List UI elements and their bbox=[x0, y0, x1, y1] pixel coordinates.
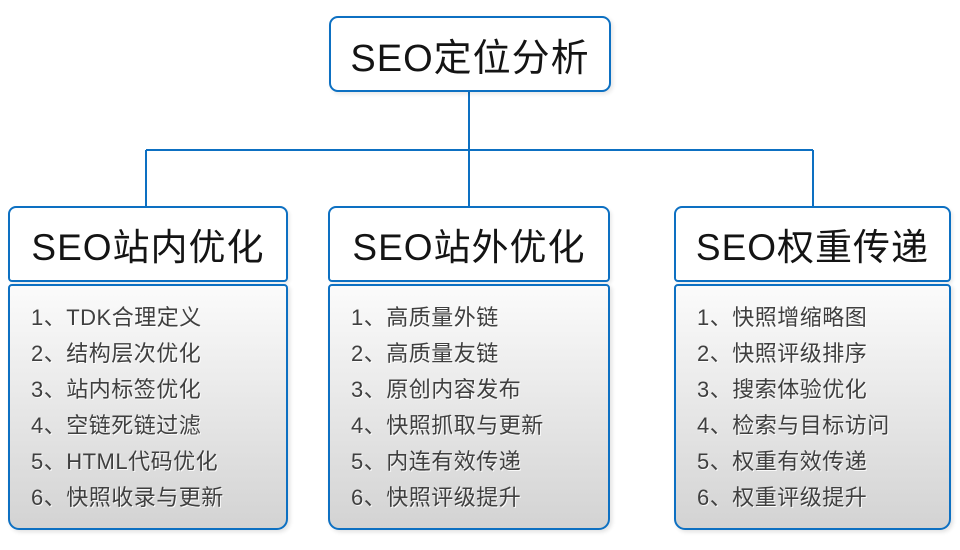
list-item: 3、搜索体验优化 bbox=[697, 377, 868, 402]
list-item: 3、站内标签优化 bbox=[31, 377, 202, 402]
list-item: 2、高质量友链 bbox=[351, 341, 499, 366]
column-title: SEO站外优化 bbox=[352, 227, 586, 268]
list-item: 5、内连有效传递 bbox=[351, 449, 522, 474]
list-item: 1、高质量外链 bbox=[351, 305, 499, 330]
list-item: 3、原创内容发布 bbox=[351, 377, 522, 402]
list-item: 6、快照收录与更新 bbox=[31, 485, 224, 510]
list-item: 5、HTML代码优化 bbox=[31, 449, 219, 474]
column-title: SEO站内优化 bbox=[31, 227, 265, 268]
list-item: 1、TDK合理定义 bbox=[31, 305, 202, 330]
column-title: SEO权重传递 bbox=[695, 227, 930, 268]
root-node-label: SEO定位分析 bbox=[350, 37, 590, 80]
list-item: 5、权重有效传递 bbox=[697, 449, 868, 474]
column-header-weight: SEO权重传递 bbox=[674, 206, 951, 282]
list-item: 4、空链死链过滤 bbox=[31, 413, 202, 438]
column-header-offsite: SEO站外优化 bbox=[328, 206, 610, 282]
list-item: 4、检索与目标访问 bbox=[697, 413, 890, 438]
column-header-onsite: SEO站内优化 bbox=[8, 206, 288, 282]
root-node: SEO定位分析 bbox=[329, 16, 611, 92]
list-item: 6、权重评级提升 bbox=[697, 485, 868, 510]
list-item: 2、快照评级排序 bbox=[697, 341, 868, 366]
column-body-offsite: 1、高质量外链 2、高质量友链 3、原创内容发布 4、快照抓取与更新 5、内连有… bbox=[328, 284, 610, 530]
column-body-onsite: 1、TDK合理定义 2、结构层次优化 3、站内标签优化 4、空链死链过滤 5、H… bbox=[8, 284, 288, 530]
column-body-weight: 1、快照增缩略图 2、快照评级排序 3、搜索体验优化 4、检索与目标访问 5、权… bbox=[674, 284, 951, 530]
list-item: 1、快照增缩略图 bbox=[697, 305, 868, 330]
list-item: 2、结构层次优化 bbox=[31, 341, 202, 366]
list-item: 6、快照评级提升 bbox=[351, 485, 522, 510]
list-item: 4、快照抓取与更新 bbox=[351, 413, 544, 438]
